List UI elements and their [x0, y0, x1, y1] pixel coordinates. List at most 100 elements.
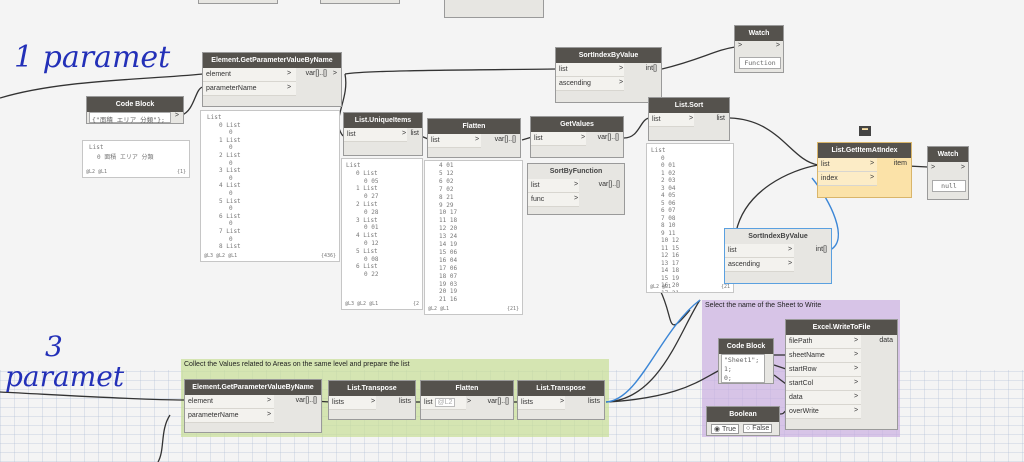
node-getparam-bottom[interactable]: Element.GetParameterValueByName element …: [184, 379, 322, 433]
input-arrow-icon[interactable]: >: [931, 164, 936, 171]
port-label: element: [206, 71, 231, 78]
output-port[interactable]: var[]..[]: [494, 136, 516, 143]
node-flatten-top[interactable]: Flatten list > var[]..[]: [427, 118, 521, 158]
arrow-icon: >: [689, 115, 694, 122]
node-flatten-bottom[interactable]: Flatten list @L2 > var[]..[]: [420, 380, 514, 420]
port-label: data: [789, 394, 803, 401]
port-parametername[interactable]: parameterName: [185, 409, 274, 423]
output-port[interactable]: int[]: [815, 246, 827, 253]
code-editor[interactable]: "Sheet1"; 1; 0;: [721, 354, 765, 383]
preview-line: 0 28: [364, 208, 379, 216]
port-data[interactable]: data: [786, 391, 861, 405]
node-sortindex-bottom[interactable]: SortIndexByValue list ascending > > int[…: [724, 228, 832, 284]
node-excel-writetofile[interactable]: Excel.WriteToFile filePath sheetName sta…: [785, 319, 898, 430]
count: {21: [720, 284, 730, 290]
preview-codeblock-top[interactable]: List 0 面積 エリア 分類 @L2 @L1{1}: [82, 140, 190, 178]
node-boolean[interactable]: Boolean ◉ True ○ False: [706, 406, 780, 436]
port-label: element: [188, 398, 213, 405]
node-list-sort[interactable]: List.Sort list > list: [648, 97, 730, 141]
port-ascending[interactable]: ascending: [725, 258, 794, 272]
node-transpose-2[interactable]: List.Transpose lists > lists: [517, 380, 605, 420]
output-port[interactable]: item: [893, 160, 907, 167]
port-lists[interactable]: lists: [329, 396, 376, 410]
port-filepath[interactable]: filePath: [786, 335, 861, 349]
port-overwrite[interactable]: overWrite: [786, 405, 861, 419]
partial-node-top-2[interactable]: [320, 0, 400, 4]
node-getvalues[interactable]: GetValues list > var[]..[]: [530, 116, 624, 158]
output-arrow-icon[interactable]: >: [960, 164, 965, 171]
output-port[interactable]: var[]..[]: [305, 70, 327, 77]
preview-line: 14 19: [439, 241, 458, 248]
radio-false[interactable]: ○ False: [743, 424, 773, 433]
level-input[interactable]: @L2: [434, 398, 456, 407]
port-list[interactable]: list: [528, 179, 579, 193]
port-element[interactable]: element: [185, 395, 274, 409]
preview-line: 11 15: [661, 244, 680, 252]
port-startcol[interactable]: startCol: [786, 377, 861, 391]
output-port[interactable]: list: [410, 130, 419, 137]
radio-true[interactable]: ◉ True: [711, 424, 740, 434]
count: {436}: [320, 253, 336, 259]
node-transpose-1[interactable]: List.Transpose lists > lists: [328, 380, 416, 420]
note-icon[interactable]: ▬: [859, 126, 871, 136]
port-list[interactable]: list: [725, 244, 794, 258]
port-label: startRow: [789, 366, 817, 373]
output-port[interactable]: var[]..[]: [598, 181, 620, 188]
node-getparam-top[interactable]: Element.GetParameterValueByName element …: [202, 52, 342, 107]
output-arrow-icon[interactable]: >: [775, 42, 780, 49]
port-index[interactable]: index: [818, 172, 877, 186]
port-list[interactable]: list: [344, 128, 407, 142]
output-port[interactable]: data: [879, 337, 893, 344]
node-getitematindex[interactable]: List.GetItemAtIndex list index > > item: [817, 142, 912, 198]
node-watch-top[interactable]: Watch > > Function: [734, 25, 784, 73]
output-port[interactable]: var[]..[]: [597, 134, 619, 141]
port-lists[interactable]: lists: [518, 396, 565, 410]
code-editor[interactable]: {"面積 エリア 分類"};: [89, 112, 171, 124]
port-label: list: [431, 137, 440, 144]
port-label: list: [424, 399, 433, 406]
port-list[interactable]: list: [818, 158, 877, 172]
output-port[interactable]: var[]..[]: [295, 397, 317, 404]
output-port[interactable]: lists: [587, 398, 600, 405]
output-port[interactable]: int[]: [645, 65, 657, 72]
annotation-3: 3: [45, 330, 63, 363]
partial-node-top-3[interactable]: [444, 0, 544, 18]
arrow-icon: >: [581, 134, 586, 141]
input-arrow-icon[interactable]: >: [738, 42, 743, 49]
levels: @L3 @L2 @L1: [345, 301, 379, 307]
radio-label: False: [752, 425, 770, 432]
port-list[interactable]: list: [428, 134, 481, 148]
port-label: overWrite: [789, 408, 819, 415]
port-parametername[interactable]: parameterName: [203, 82, 296, 96]
node-unique-items[interactable]: List.UniqueItems list > list: [343, 112, 423, 156]
arrow-icon: >: [287, 70, 292, 77]
output-port[interactable]: var[]..[]: [487, 398, 509, 405]
output-port[interactable]: list: [716, 115, 725, 122]
preview-line: 0: [229, 190, 233, 197]
port-startrow[interactable]: startRow: [786, 363, 861, 377]
port-ascending[interactable]: ascending: [556, 77, 624, 91]
arrow-icon: >: [619, 79, 624, 86]
node-codeblock-top[interactable]: Code Block {"面積 エリア 分類"}; >: [86, 96, 184, 124]
port-list[interactable]: list: [531, 132, 586, 146]
levels: @L2 @L1: [428, 306, 450, 312]
node-sortindex-top[interactable]: SortIndexByValue list ascending > > int[…: [555, 47, 662, 103]
port-sheetname[interactable]: sheetName: [786, 349, 861, 363]
node-codeblock-bottom[interactable]: Code Block "Sheet1"; 1; 0;: [718, 338, 774, 384]
preview-line: 11 18: [439, 217, 458, 225]
port-list[interactable]: list: [649, 113, 694, 127]
node-sortbyfunction[interactable]: SortByFunction list func > > var[]..[]: [527, 163, 625, 215]
node-watch-right[interactable]: Watch > > null: [927, 146, 969, 200]
output-port[interactable]: lists: [398, 398, 411, 405]
partial-node-top-1[interactable]: [198, 0, 278, 4]
preview-line: 5 06: [661, 199, 676, 207]
port-element[interactable]: element: [203, 68, 296, 82]
port-list[interactable]: list @L2: [421, 396, 466, 410]
port-func[interactable]: func: [528, 193, 579, 207]
port-list[interactable]: list: [556, 63, 624, 77]
